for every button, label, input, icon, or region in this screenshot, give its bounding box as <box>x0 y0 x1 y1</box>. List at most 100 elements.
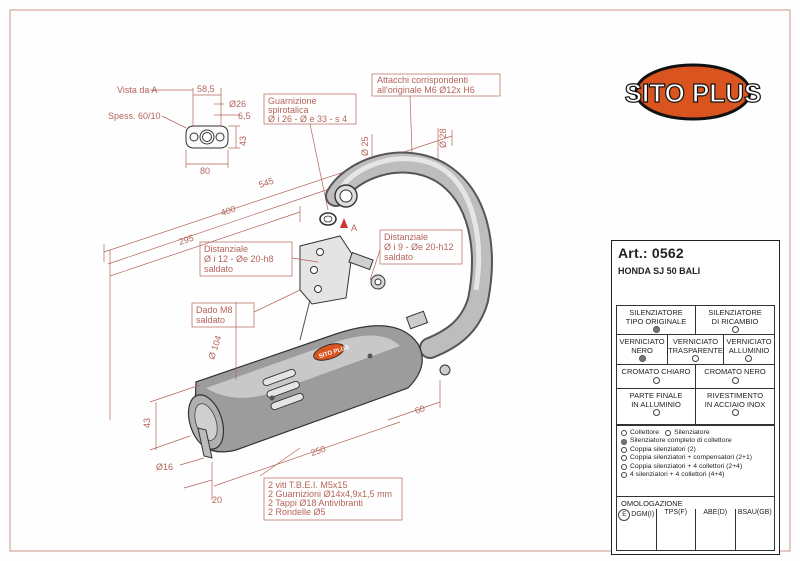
homologation-label: TPS(F) <box>664 509 688 516</box>
option-label: Coppia silenziatori + compensatori (2+1) <box>630 454 753 462</box>
kit-line1: 2 viti T.B.E.I. M5x15 <box>268 480 347 490</box>
dim-d104: Ø 104 <box>206 334 223 360</box>
dim-80: 80 <box>200 166 210 176</box>
gasket-label-line3: Ø i 26 - Ø e 33 - s 4 <box>268 114 347 124</box>
spec-panel: Art.: 0562 HONDA SJ 50 BALI SILENZIATORE… <box>611 240 780 555</box>
radio-unselected[interactable] <box>652 376 660 384</box>
homologation-label: DGM(I) <box>631 511 655 518</box>
spacer2-line1: Distanziale <box>384 232 428 242</box>
dim-400: 400 <box>220 204 237 218</box>
cell-text: SILENZIATORE <box>629 308 683 317</box>
silencer-vent-slots <box>262 368 304 411</box>
option-pair[interactable]: Coppia silenziatori (2) <box>621 446 770 454</box>
dim-43-flange: 43 <box>238 136 248 146</box>
homologation-bsau: BSAU(GB) <box>734 509 775 550</box>
radio-selected[interactable] <box>638 355 646 362</box>
cell-text: DI RICAMBIO <box>711 316 759 326</box>
radio-unselected[interactable] <box>621 463 627 470</box>
connections-label-line1: Attacchi corrispondenti <box>377 75 468 85</box>
flange-dimension-lines <box>150 88 240 168</box>
silencer-body <box>187 325 423 459</box>
dim-d26: Ø26 <box>229 99 246 109</box>
dim-pipe-28: Ø 28 <box>438 128 448 148</box>
option-pair-4-headers[interactable]: Coppia silenziatori + 4 collettori (2+4) <box>621 463 770 471</box>
homologation-label: BSAU(GB) <box>737 509 772 516</box>
gasket-label-line1: Guarnizione <box>268 96 317 106</box>
connections-callout <box>371 73 501 153</box>
option-black-chrome[interactable]: CROMATO NERO <box>695 365 774 388</box>
spec-row-chrome: CROMATO CHIARO CROMATO NERO <box>616 365 775 389</box>
thickness-label: Spess. 60/10 <box>108 111 161 121</box>
logo-text: SITO PLUS <box>625 78 762 108</box>
dim-295: 295 <box>178 233 195 247</box>
cell-text: VERNICIATO <box>672 337 719 346</box>
radio-unselected[interactable] <box>692 355 699 362</box>
article-number: Art.: 0562 <box>618 245 684 261</box>
nut-line2: saldato <box>196 315 225 325</box>
nut-line1: Dado M8 <box>196 305 233 315</box>
radio-unselected[interactable] <box>652 409 660 416</box>
option-label: Silenziatore <box>674 429 710 436</box>
option-4-4[interactable]: 4 silenziatori + 4 collettori (4+4) <box>621 471 770 479</box>
radio-unselected[interactable] <box>621 455 627 462</box>
option-label: 4 silenziatori + 4 collettori (4+4) <box>630 471 725 479</box>
option-light-chrome[interactable]: CROMATO CHIARO <box>617 365 695 388</box>
radio-unselected[interactable] <box>621 447 627 454</box>
option-pair-compensators[interactable]: Coppia silenziatori + compensatori (2+1) <box>621 454 770 462</box>
spacer1-line1: Distanziale <box>204 244 248 254</box>
cell-text: IN ALLUMINIO <box>631 399 681 409</box>
option-complete[interactable]: Silenziatore completo di collettore <box>621 437 770 445</box>
spacer2-line2: Ø i 9 - Øe 20-h12 <box>384 242 454 252</box>
radio-unselected[interactable] <box>731 326 739 333</box>
radio-selected[interactable] <box>621 438 627 445</box>
sito-plus-logo: SITO PLUS <box>624 63 762 121</box>
option-label: Silenziatore completo di collettore <box>630 437 732 445</box>
option-label: Collettore <box>630 429 660 436</box>
dim-pipe-25: Ø 25 <box>360 136 370 156</box>
vehicle-model: HONDA SJ 50 BALI <box>618 266 701 276</box>
cell-text: TIPO ORIGINALE <box>625 316 687 326</box>
spacer-callouts <box>191 229 463 328</box>
cell-text: RIVESTIMENTO <box>706 391 764 400</box>
radio-selected[interactable] <box>652 326 660 333</box>
flange-detail <box>185 125 229 149</box>
spacer1-line2: Ø i 12 - Øe 20-h8 <box>204 254 274 264</box>
cell-text: PARTE FINALE <box>629 391 683 400</box>
option-label: Coppia silenziatori + 4 collettori (2+4) <box>630 462 743 470</box>
cell-text: CROMATO CHIARO <box>621 367 691 376</box>
radio-unselected[interactable] <box>745 355 753 362</box>
radio-unselected[interactable] <box>621 472 627 479</box>
radio-collettore[interactable] <box>621 430 627 437</box>
cell-text: NERO <box>631 345 653 355</box>
radio-unselected[interactable] <box>731 376 739 384</box>
radio-silenziatore[interactable] <box>665 430 672 437</box>
arrow-a-label: A <box>351 223 357 233</box>
e-mark-icon: E <box>618 509 631 521</box>
kit-line4: 2 Rondelle Ø5 <box>268 507 326 517</box>
dim-43-tail: 43 <box>142 418 152 428</box>
homologation-title: OMOLOGAZIONE <box>621 499 683 508</box>
cell-text: IN ACCIAIO INOX <box>704 399 766 409</box>
kit-callout <box>263 477 403 521</box>
dim-60: 60 <box>414 403 427 416</box>
dim-d16: Ø16 <box>156 462 173 472</box>
radio-unselected[interactable] <box>731 409 739 416</box>
dim-545: 545 <box>258 176 275 190</box>
gasket-callout <box>263 93 357 211</box>
dim-58-5: 58,5 <box>197 84 215 94</box>
view-a-label: Vista da A <box>117 85 157 95</box>
